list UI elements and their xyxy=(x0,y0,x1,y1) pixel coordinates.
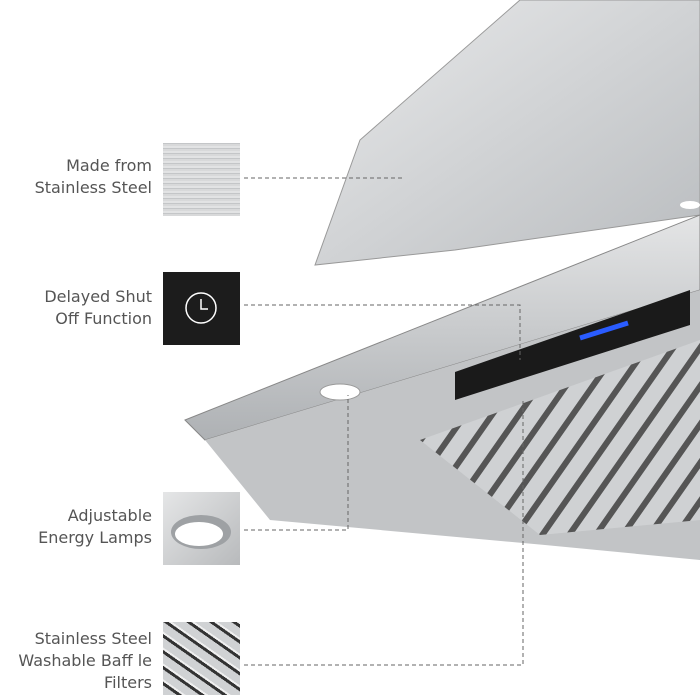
callout-lines xyxy=(244,177,524,666)
lamp xyxy=(680,201,700,209)
baffle-filter-thumbnail xyxy=(163,622,240,695)
steel-texture-thumbnail xyxy=(163,143,240,216)
lamp-thumbnail xyxy=(163,492,240,565)
clock-icon xyxy=(185,292,217,324)
fan-speed-display xyxy=(579,320,629,341)
lamp-icon xyxy=(171,515,231,549)
lamp xyxy=(319,383,361,401)
hood-body xyxy=(184,214,700,441)
control-panel xyxy=(455,290,690,400)
baffle-filters xyxy=(420,340,700,535)
chimney xyxy=(314,0,700,266)
clock-thumbnail xyxy=(163,272,240,345)
